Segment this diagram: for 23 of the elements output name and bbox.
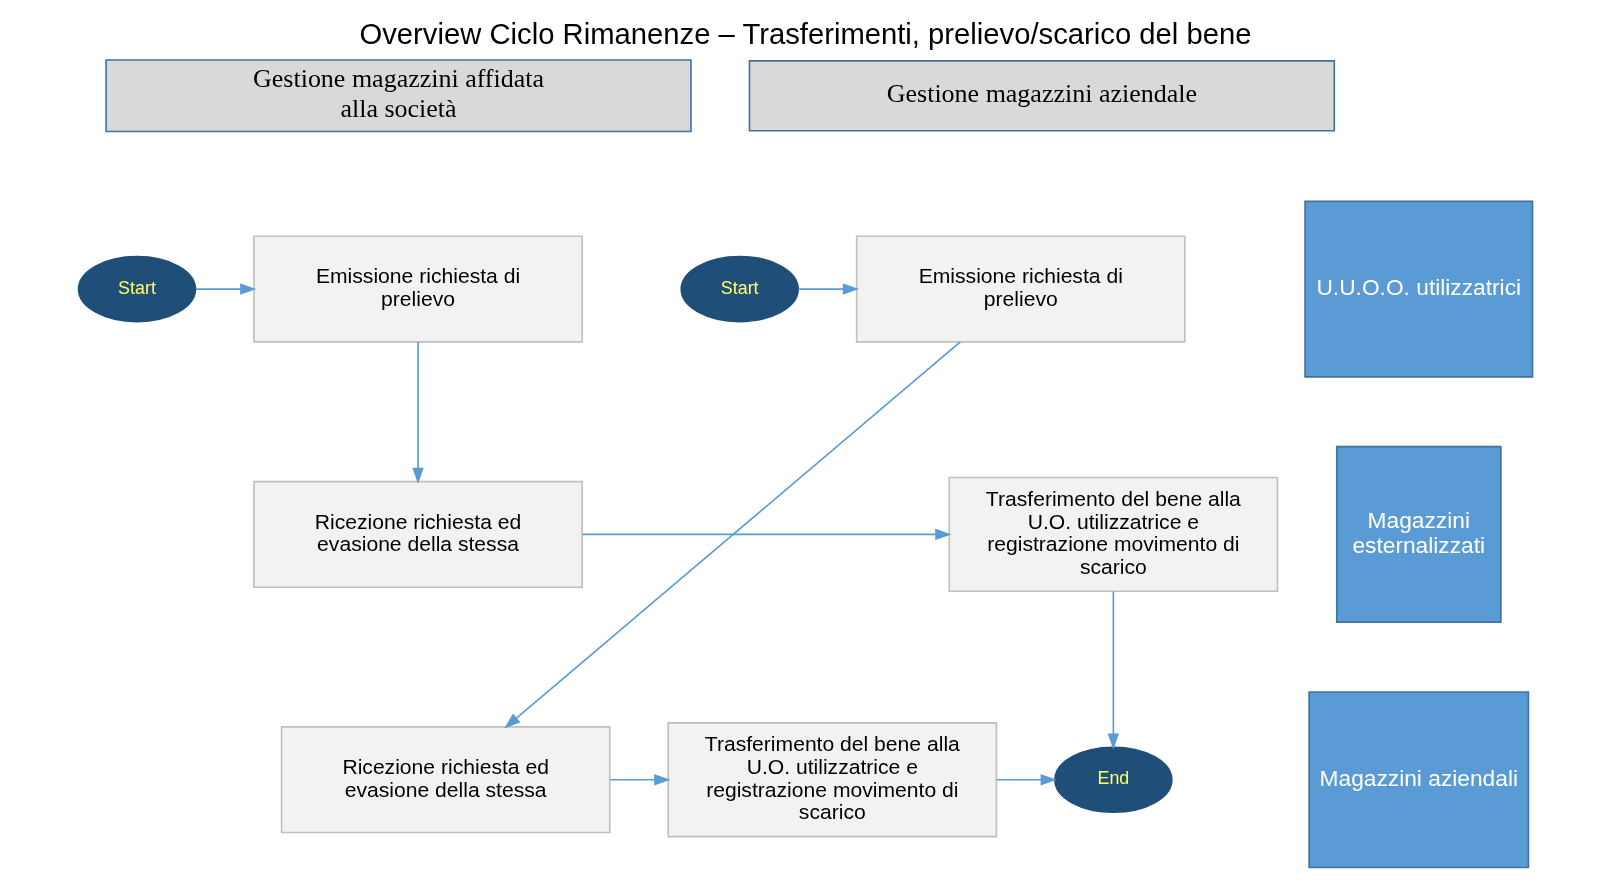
node-box: U.U.O.O. utilizzatrici [1303,200,1533,378]
arrow [581,528,951,541]
node-box: Magazzini esternalizzati [1335,445,1502,623]
node-box: Emissione richiesta di prelievo [855,235,1186,343]
arrow [797,283,859,295]
node-box: Gestione magazzini affidata alla società [104,59,692,133]
node-box: Magazzini aziendali [1307,691,1529,869]
node-box: Ricezione richiesta ed evasione della stessa [252,480,583,588]
node-box: Trasferimento del bene alla U.O. utilizzatrice e registrazione movimento di scarico [666,722,997,838]
node-box: Trasferimento del bene alla U.O. utilizzatrice e registrazione movimento di scarico [947,476,1278,593]
arrow [411,341,424,484]
node-box: Emissione richiesta di prelievo [252,235,583,343]
node-ellipse: Start [679,255,799,323]
arrow [1107,590,1119,750]
arrow [609,774,670,786]
arrow [194,283,256,295]
diagram-title: Overview Ciclo Rimanenze – Trasferimenti, prelievo/scarico del bene [358,18,1252,51]
node-ellipse: Start [77,255,196,323]
node-box: Gestione magazzini aziendale [748,60,1335,132]
arrow [995,774,1057,786]
node-box: Ricezione richiesta ed evasione della stessa [280,726,611,834]
node-ellipse: End [1053,746,1173,814]
arrow [503,341,961,729]
